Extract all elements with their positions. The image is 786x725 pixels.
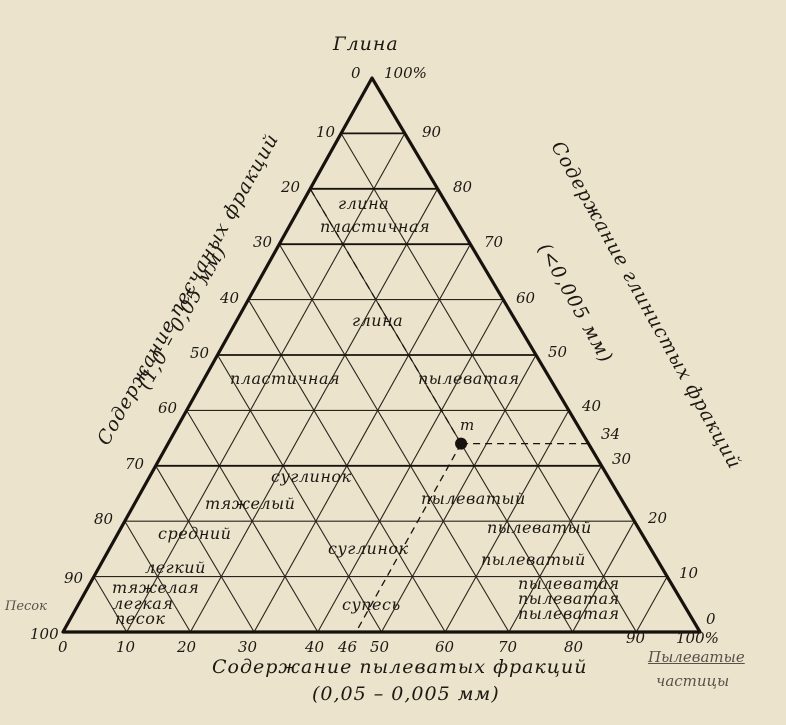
bottom-tick: 20 xyxy=(177,638,197,656)
bottom-tick: 80 xyxy=(564,638,584,656)
bottom-tick: 90 xyxy=(626,629,646,647)
bottom-tick: 70 xyxy=(498,638,518,656)
right-tick: 10 xyxy=(679,564,699,582)
right-tick: 30 xyxy=(612,450,632,468)
bottom-tick: 60 xyxy=(435,638,455,656)
bottom-tick: 10 xyxy=(116,638,136,656)
corner-label-sand: Песок xyxy=(5,599,47,614)
zone-silty-1: пылеватый xyxy=(421,489,526,508)
bottom-axis-subtitle: (0,05 – 0,005 мм) xyxy=(312,683,500,705)
zone-sandy-loam: супесь xyxy=(342,595,401,614)
left-tick: 80 xyxy=(94,510,114,528)
bottom-tick: 40 xyxy=(305,638,325,656)
sand-gridline xyxy=(340,133,637,633)
right-tick-34: 34 xyxy=(601,425,621,443)
diagram-title: Глина xyxy=(333,33,399,55)
bottom-tick: 30 xyxy=(238,638,258,656)
left-tick: 70 xyxy=(125,455,145,473)
zone-silty-f1: пылеватая xyxy=(518,574,620,593)
left-tick: 90 xyxy=(64,569,84,587)
zone-loam-top: суглинок xyxy=(271,467,352,486)
apex-left-label: 0 xyxy=(351,64,361,82)
corner-label-silt: Пылеватые xyxy=(648,648,745,666)
sand-gridline xyxy=(278,243,510,633)
silt-gridline xyxy=(635,576,668,633)
zone-silty-f3: пылеватая xyxy=(518,604,620,623)
zone-sand: песок xyxy=(115,609,166,628)
right-tick: 60 xyxy=(516,289,536,307)
bottom-tick: 50 xyxy=(370,638,390,656)
silt-gridline xyxy=(508,465,603,633)
left-tick: 10 xyxy=(316,123,336,141)
right-tick: 20 xyxy=(648,509,668,527)
zone-silty-2: пылеватый xyxy=(487,518,592,537)
left-tick: 20 xyxy=(281,178,301,196)
right-tick: 80 xyxy=(453,178,473,196)
silt-gridline xyxy=(572,520,635,633)
zone-plastic-top: пластичная xyxy=(320,217,431,236)
left-tick: 60 xyxy=(158,399,178,417)
zone-heavy: тяжелый xyxy=(205,494,296,513)
apex-right-label: 100% xyxy=(384,64,427,82)
left-tick: 100 xyxy=(30,625,59,643)
zone-medium: средний xyxy=(158,524,232,543)
zone-silty-clay-mid: пылеватая xyxy=(418,369,520,388)
right-tick: 0 xyxy=(706,610,716,628)
zone-silty-f2: пылеватая xyxy=(518,589,620,608)
sand-gridline xyxy=(186,410,319,633)
silt-gridline xyxy=(381,354,537,633)
bottom-tick: 0 xyxy=(58,638,68,656)
silt-gridline xyxy=(126,133,406,633)
right-tick: 50 xyxy=(548,343,568,361)
point-guide-up xyxy=(309,188,462,444)
bottom-tick-100: 100% xyxy=(676,629,719,647)
silt-gridline xyxy=(253,243,471,633)
bottom-axis-title: Содержание пылеватых фракций xyxy=(212,656,588,678)
right-tick: 40 xyxy=(582,397,602,415)
sand-gridline xyxy=(93,576,128,633)
sand-gridline xyxy=(124,520,191,633)
zone-light-f: легкая xyxy=(113,594,174,613)
point-label: m xyxy=(460,416,475,434)
left-tick: 50 xyxy=(190,344,210,362)
zone-light: легкий xyxy=(145,558,206,577)
corner-label-particles: частицы xyxy=(656,672,730,690)
right-tick: 70 xyxy=(484,233,504,251)
left-tick: 30 xyxy=(253,233,273,251)
bottom-tick-46: 46 xyxy=(338,638,358,656)
sand-gridline xyxy=(155,465,255,633)
sand-gridline xyxy=(217,354,382,633)
zone-loam-bottom: суглинок xyxy=(328,539,409,558)
left-tick: 40 xyxy=(220,289,240,307)
zone-heavy-f: тяжелая xyxy=(112,578,200,597)
right-tick: 90 xyxy=(422,123,442,141)
zone-silty-3: пылеватый xyxy=(481,550,586,569)
zone-plastic-mid: пластичная xyxy=(230,369,341,388)
zone-clay-mid: глина xyxy=(352,311,404,330)
silt-gridline xyxy=(444,410,570,633)
zone-clay-top: глина xyxy=(338,194,390,213)
sample-point-m xyxy=(455,437,468,450)
